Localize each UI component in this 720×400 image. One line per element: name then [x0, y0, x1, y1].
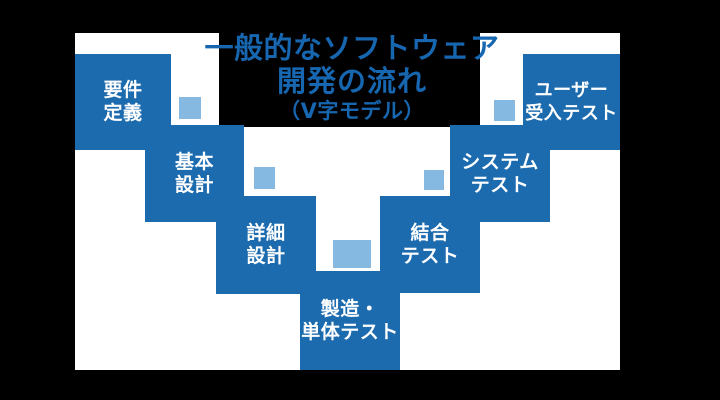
diagram-title: 一般的なソフトウェア 開発の流れ （V字モデル）: [204, 32, 499, 124]
step-integration-test-box: 結合 テスト: [380, 196, 480, 293]
connector-square-basic-detailed: [254, 167, 275, 189]
step-user-acceptance-test-box: ユーザー 受入テスト: [523, 54, 620, 150]
step-label-line: 受入テスト: [525, 103, 618, 124]
step-requirements-definition-box: 要件 定義: [75, 54, 171, 150]
connector-square-system-acceptance: [494, 100, 515, 121]
connector-square-integration-system: [424, 170, 444, 190]
title-background-notch: [219, 0, 480, 127]
step-label-line: 要件: [103, 79, 143, 101]
step-label-line: 設計: [246, 245, 286, 267]
step-detailed-design-box: 詳細 設計: [216, 196, 316, 294]
title-line-2: 開発の流れ: [276, 64, 428, 98]
connector-square-requirements-basic: [179, 97, 201, 119]
step-system-test-box: システム テスト: [450, 125, 550, 222]
step-label-line: 結合: [410, 221, 450, 244]
step-label-line: 製造・: [320, 297, 380, 320]
step-label-line: 設計: [174, 173, 214, 196]
step-label-line: 単体テスト: [301, 320, 399, 343]
step-label-line: テスト: [400, 244, 460, 267]
step-label-line: 基本: [174, 150, 214, 173]
step-label-line: ユーザー: [534, 80, 609, 101]
step-label-line: 詳細: [246, 222, 286, 244]
step-label-line: システム: [461, 150, 539, 173]
title-subtitle: （V字モデル）: [279, 99, 425, 123]
title-line-1: 一般的なソフトウェア: [204, 31, 500, 65]
step-label-line: テスト: [470, 173, 530, 196]
step-label-line: 定義: [103, 102, 143, 124]
connector-square-detailed-implementation: [333, 240, 371, 268]
